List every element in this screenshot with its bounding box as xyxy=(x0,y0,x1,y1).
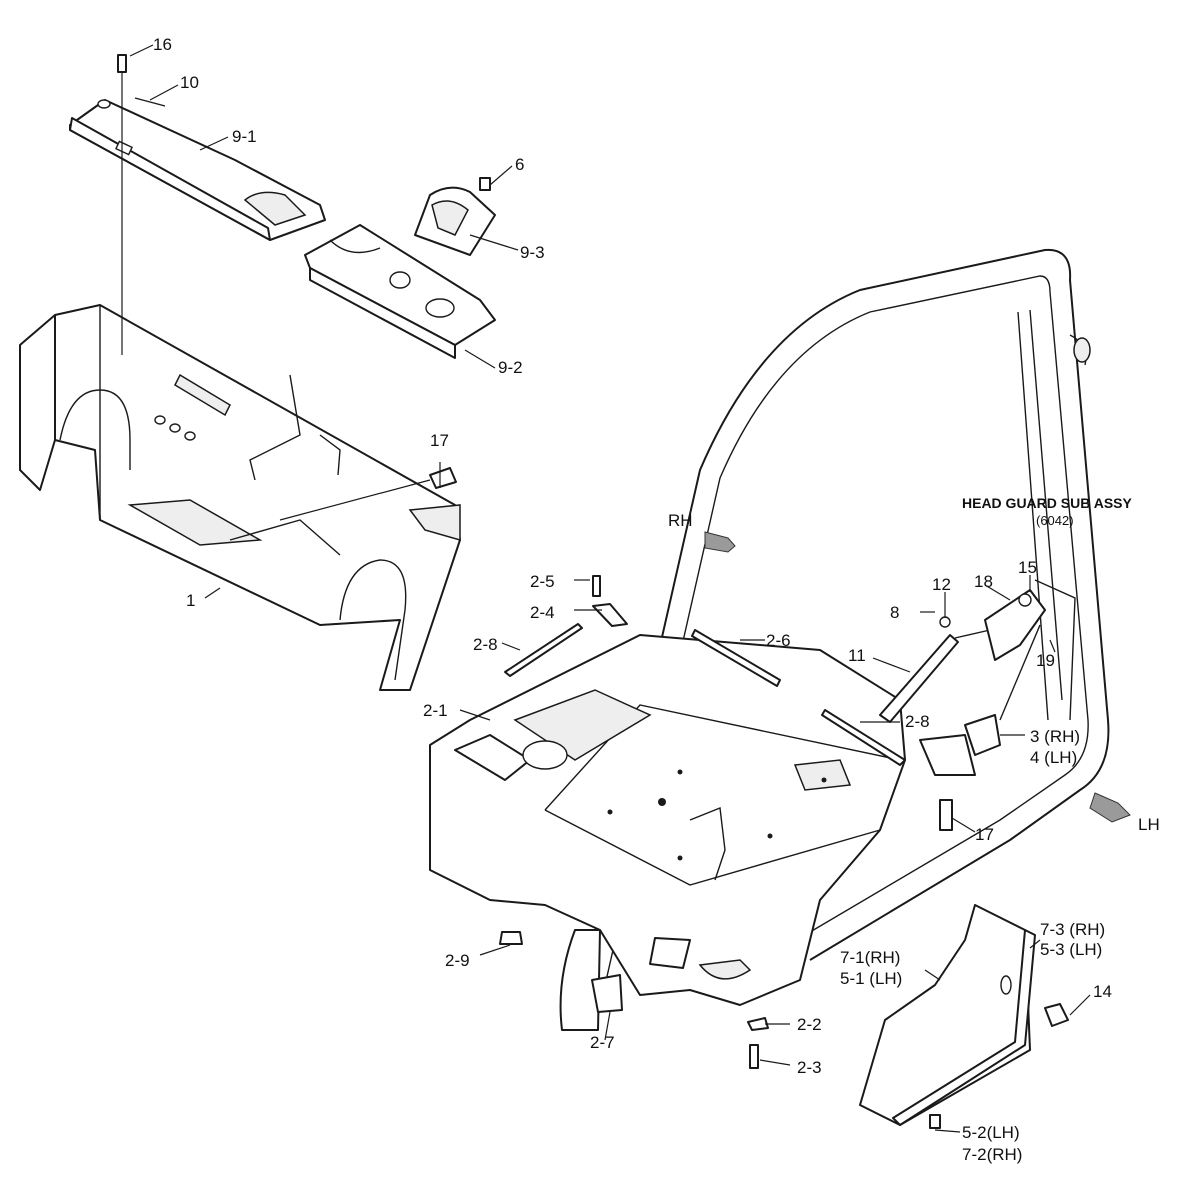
callout-5-3-lh: 5-3 (LH) xyxy=(1040,940,1102,959)
callout-6: 6 xyxy=(515,155,524,174)
callout-2-2: 2-2 xyxy=(797,1015,822,1034)
callout-2-5: 2-5 xyxy=(530,572,555,591)
callout-8: 8 xyxy=(890,603,899,622)
side-trim-panels xyxy=(859,904,1069,1129)
rear-panel xyxy=(19,304,461,691)
callout-19: 19 xyxy=(1036,651,1055,670)
callout-2-8-left: 2-8 xyxy=(473,635,498,654)
leader-lines xyxy=(121,44,1091,1133)
callout-9-2: 9-2 xyxy=(498,358,523,377)
callout-1: 1 xyxy=(186,591,195,610)
callout-7-3-rh: 7-3 (RH) xyxy=(1040,920,1105,939)
top-cover-9-1 xyxy=(69,99,326,241)
callout-18: 18 xyxy=(974,572,993,591)
callout-2-3: 2-3 xyxy=(797,1058,822,1077)
callout-12: 12 xyxy=(932,575,951,594)
callout-2-4: 2-4 xyxy=(530,603,555,622)
assembly-title: HEAD GUARD SUB ASSY xyxy=(962,495,1132,511)
direction-label-rh: RH xyxy=(668,511,693,530)
callout-9-1: 9-1 xyxy=(232,127,257,146)
seat-base xyxy=(429,634,906,1006)
callout-4-lh: 4 (LH) xyxy=(1030,748,1077,767)
callout-3-rh: 3 (RH) xyxy=(1030,727,1080,746)
callout-7-2-rh: 7-2(RH) xyxy=(962,1145,1022,1164)
callout-5-1-lh: 5-1 (LH) xyxy=(840,969,902,988)
callout-17-right: 17 xyxy=(975,825,994,844)
callout-7-1-rh: 7-1(RH) xyxy=(840,948,900,967)
callout-15: 15 xyxy=(1018,558,1037,577)
callout-9-3: 9-3 xyxy=(520,243,545,262)
callout-16: 16 xyxy=(153,35,172,54)
lh-direction-arrow xyxy=(1089,792,1131,823)
callout-2-6: 2-6 xyxy=(766,631,791,650)
callout-5-2-lh: 5-2(LH) xyxy=(962,1123,1020,1142)
direction-label-lh: LH xyxy=(1138,815,1160,834)
callout-2-8-right: 2-8 xyxy=(905,712,930,731)
top-cover-9-2 xyxy=(304,224,496,359)
callout-17-top: 17 xyxy=(430,431,449,450)
assembly-code: (6042) xyxy=(1036,513,1074,528)
callout-14: 14 xyxy=(1093,982,1112,1001)
seat-small-parts xyxy=(117,54,906,1069)
callout-11: 11 xyxy=(848,646,866,665)
callout-10: 10 xyxy=(180,73,199,92)
gas-spring-assembly xyxy=(879,579,1076,831)
rh-direction-arrow xyxy=(704,531,736,553)
callout-2-1: 2-1 xyxy=(423,701,448,720)
top-cover-9-3 xyxy=(414,186,496,256)
callout-2-7: 2-7 xyxy=(590,1033,615,1052)
callout-2-9: 2-9 xyxy=(445,951,470,970)
